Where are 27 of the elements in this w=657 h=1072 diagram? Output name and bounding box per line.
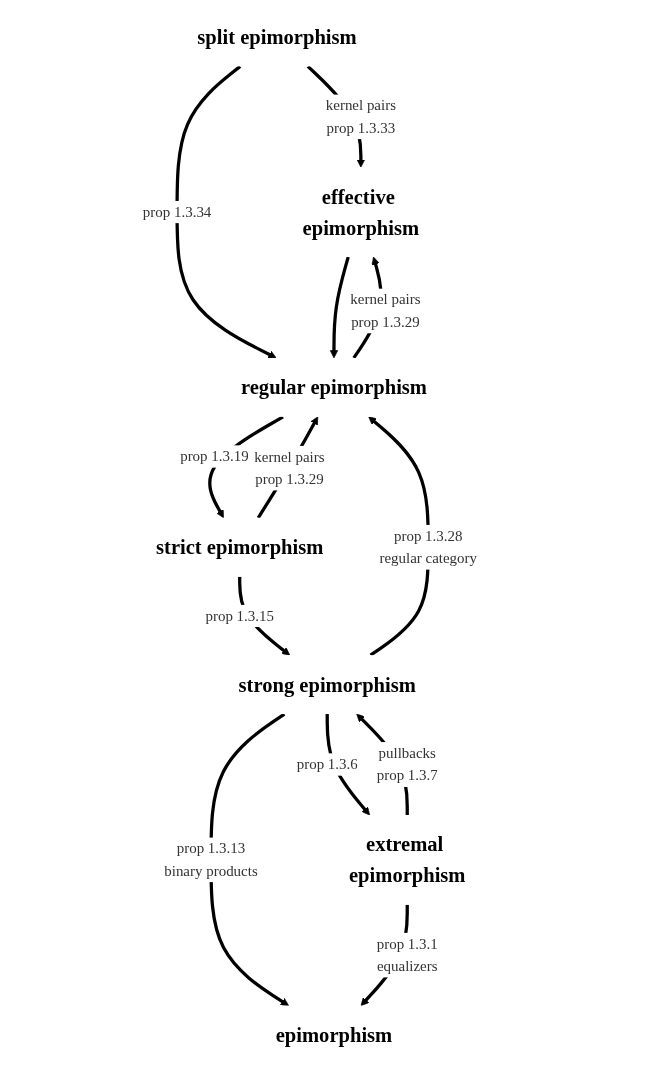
edge-label: regular category xyxy=(379,550,478,566)
edge-label: prop 1.3.29 xyxy=(255,470,324,487)
node-text: extremal epimorphism xyxy=(349,832,466,887)
node-text: epimorphism xyxy=(275,1023,393,1047)
edge-label: binary products xyxy=(164,862,258,879)
edge-label: prop 1.3.13 xyxy=(176,840,246,857)
node-text: strict epimorphism xyxy=(156,535,324,559)
node-text: split epimorphism xyxy=(197,25,357,49)
arrow xyxy=(330,256,350,359)
arrow xyxy=(175,65,277,359)
edge-label: equalizers xyxy=(377,957,438,974)
node-text: effective epimorphism xyxy=(302,185,420,240)
edge-label: prop 1.3.7 xyxy=(376,767,438,784)
node-text: regular epimorphism xyxy=(241,375,428,400)
edge-label: kernel pairs xyxy=(350,291,421,308)
edge-label: kernel pairs xyxy=(325,97,397,114)
edge-label: kernel pairs xyxy=(254,448,325,465)
edge-label: prop 1.3.34 xyxy=(142,203,212,220)
edge-label: prop 1.3.29 xyxy=(351,313,420,330)
node-text: strong epimorphism xyxy=(238,672,416,697)
edge-label: prop 1.3.6 xyxy=(296,756,358,772)
edge-label: prop 1.3.33 xyxy=(326,119,396,136)
edge-label: pullbacks xyxy=(378,744,437,761)
edge-label: prop 1.3.15 xyxy=(205,607,275,624)
edge-label: prop 1.3.1 xyxy=(376,935,438,952)
edge-label: prop 1.3.28 xyxy=(394,527,463,544)
edge-label: prop 1.3.19 xyxy=(180,448,249,464)
